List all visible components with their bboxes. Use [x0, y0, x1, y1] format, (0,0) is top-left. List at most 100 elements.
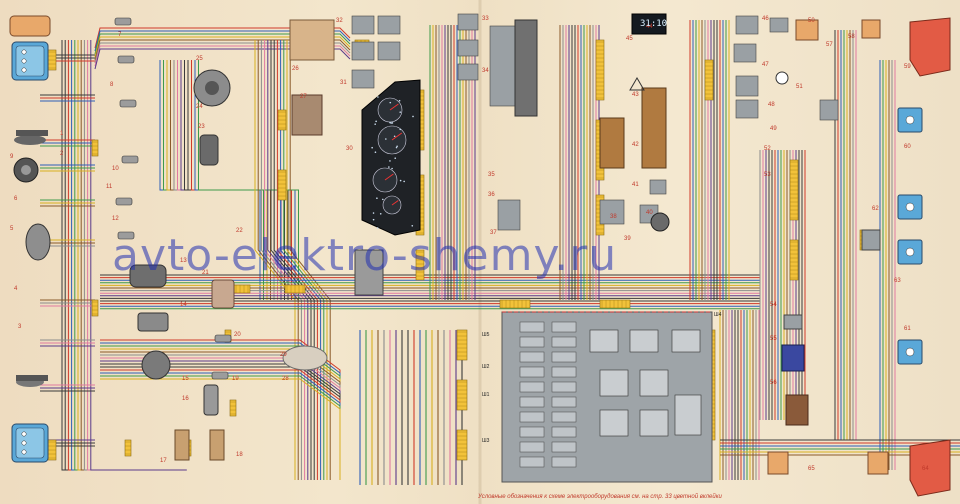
- fuse: [519, 396, 545, 408]
- relay-switch: [819, 99, 839, 121]
- callout-number: 25: [196, 56, 203, 62]
- relay: [639, 369, 669, 397]
- connector: [415, 249, 425, 281]
- callout-number: 29: [280, 352, 287, 358]
- side-lamp: [795, 19, 819, 41]
- callout-number: 60: [904, 144, 911, 150]
- callout-number: 3: [18, 324, 22, 330]
- sensor: [121, 155, 139, 164]
- callout-number: 64: [922, 466, 929, 472]
- callout-number: 18: [236, 452, 243, 458]
- indicator: [371, 146, 373, 149]
- relay-switch: [733, 43, 757, 63]
- indicator: [394, 157, 397, 160]
- wire: [94, 45, 351, 67]
- callout-number: 17: [160, 458, 167, 464]
- relay: [639, 409, 669, 437]
- callout-number: 16: [182, 396, 189, 402]
- relay-switch: [735, 15, 759, 35]
- lamp: [775, 71, 789, 85]
- connector-body: [456, 429, 468, 461]
- callout-number: 47: [762, 62, 769, 68]
- bulb: [21, 67, 27, 73]
- indicator: [398, 99, 401, 102]
- sensor: [117, 231, 135, 240]
- relay: [589, 329, 619, 353]
- callout-number: 40: [646, 210, 653, 216]
- callout-number: 1: [60, 131, 64, 137]
- instrument-cluster: [361, 79, 421, 236]
- distributor-cap: [205, 81, 219, 95]
- sensor: [214, 334, 232, 343]
- callout-number: 59: [904, 64, 911, 70]
- indicator: [395, 146, 398, 149]
- callout-number: 11: [106, 184, 113, 190]
- relay-switch: [351, 41, 375, 61]
- callout-number: 6: [14, 196, 18, 202]
- bulb: [21, 49, 27, 55]
- bracket: [16, 375, 48, 381]
- sensor: [14, 135, 46, 145]
- rear-turn-lamp: [767, 451, 789, 475]
- relay-switch: [377, 41, 401, 61]
- sensor: [211, 371, 229, 380]
- relay: [599, 369, 629, 397]
- hazard-icon: [629, 77, 645, 91]
- indicator: [412, 115, 414, 118]
- connector-body: [789, 239, 799, 281]
- washer-tank: [282, 345, 328, 371]
- generator: [141, 350, 171, 380]
- indicator: [388, 166, 390, 168]
- indicator: [393, 135, 396, 138]
- fuse: [551, 381, 577, 393]
- connector-label: Ш3: [482, 438, 490, 444]
- callout-number: 19: [232, 376, 239, 382]
- callout-number: 39: [624, 236, 631, 242]
- fuse: [519, 366, 545, 378]
- connector-body: [91, 299, 99, 317]
- fuse: [519, 381, 545, 393]
- callout-number: 65: [808, 466, 815, 472]
- indicator: [389, 101, 392, 104]
- fan-motor: [25, 223, 51, 261]
- control-unit: [291, 94, 323, 136]
- callout-number: 52: [764, 146, 771, 152]
- fuse: [519, 336, 545, 348]
- wire: [94, 27, 351, 49]
- sensor: [119, 99, 137, 108]
- bulb: [905, 247, 915, 257]
- relay-switch: [457, 63, 479, 81]
- connector: [499, 299, 531, 309]
- fuse: [519, 441, 545, 453]
- bulb: [905, 115, 915, 125]
- indicator: [403, 180, 405, 183]
- relay-switch: [457, 39, 479, 57]
- callout-number: 42: [632, 142, 639, 148]
- fuse: [551, 441, 577, 453]
- connector-body: [277, 169, 287, 201]
- callout-number: 57: [826, 42, 833, 48]
- callout-number: 41: [632, 182, 639, 188]
- callout-number: 26: [292, 66, 299, 72]
- callout-number: 35: [488, 172, 495, 178]
- indicator: [377, 96, 379, 98]
- connector-label: Ш4: [714, 312, 722, 318]
- callout-number: 8: [110, 82, 114, 88]
- callout-number: 7: [118, 32, 122, 38]
- callout-number: 14: [180, 302, 187, 308]
- connector: [277, 169, 287, 201]
- connector-label: Ш2: [482, 364, 490, 370]
- wire: [94, 30, 351, 52]
- relay-switch: [377, 15, 401, 35]
- bulb: [905, 202, 915, 212]
- callout-number: 12: [112, 216, 119, 222]
- callout-number: 46: [762, 16, 769, 22]
- connector: [91, 299, 99, 317]
- turn-signal-left: [9, 15, 51, 37]
- fuse-panel-small: [599, 117, 625, 169]
- coil: [211, 279, 235, 309]
- fuse: [551, 426, 577, 438]
- relay-switch: [497, 199, 521, 231]
- callout-number: 51: [796, 84, 803, 90]
- bulb: [21, 449, 27, 455]
